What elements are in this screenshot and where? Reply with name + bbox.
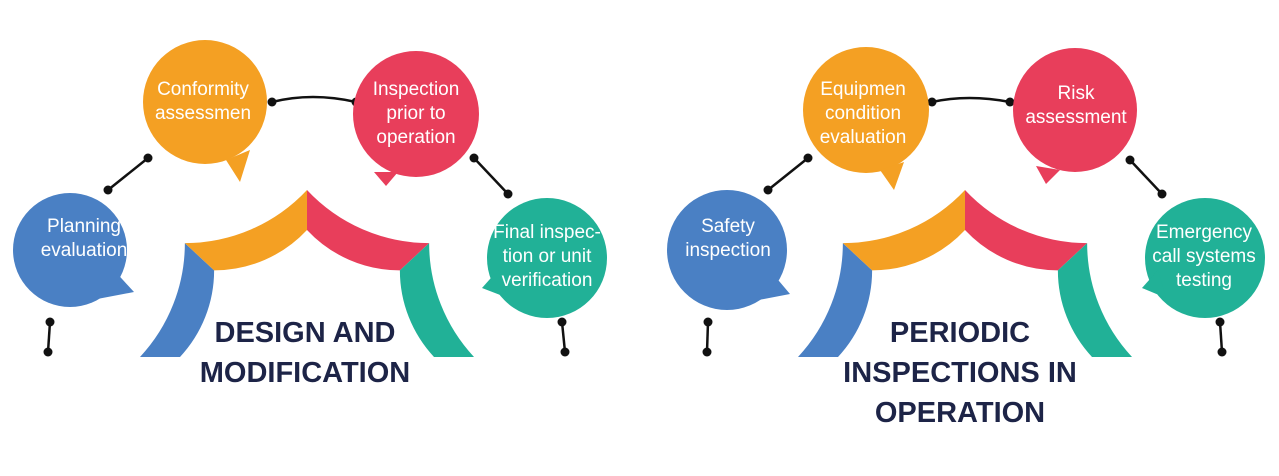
step-bubble-teal bbox=[487, 198, 607, 318]
step-bubble-blue bbox=[667, 190, 787, 310]
step-bubble-tail bbox=[92, 268, 134, 300]
connector-dot bbox=[1215, 317, 1225, 327]
arc-segment-teal bbox=[399, 243, 474, 357]
connector-dot bbox=[803, 153, 813, 163]
step-bubble-red bbox=[353, 51, 479, 177]
connector-dot bbox=[143, 153, 153, 163]
periodic-diagram-graphics bbox=[667, 47, 1265, 357]
step-bubble-tail bbox=[374, 172, 398, 186]
step-bubble-tail bbox=[880, 162, 904, 190]
connector-line bbox=[473, 157, 509, 195]
connector-line bbox=[1218, 321, 1224, 353]
connector-dot bbox=[45, 317, 55, 327]
arc-segment-teal bbox=[1057, 243, 1132, 357]
step-bubble-orange bbox=[803, 47, 929, 173]
connector-dot bbox=[1125, 155, 1135, 165]
connector-dot bbox=[703, 317, 713, 327]
step-equipment-condition-evaluation: Equipmen condition evaluation bbox=[819, 79, 907, 148]
step-bubble-blue bbox=[13, 193, 127, 307]
arc-segment-blue bbox=[140, 243, 215, 357]
connector-dot bbox=[1217, 347, 1227, 357]
connector-line bbox=[560, 321, 567, 353]
arc-segment-red bbox=[965, 190, 1088, 271]
step-bubble-teal bbox=[1145, 198, 1265, 318]
connector-dot bbox=[1157, 189, 1167, 199]
design-diagram-graphics bbox=[13, 40, 607, 357]
step-bubble-tail bbox=[1036, 166, 1060, 184]
step-risk-assessment: Risk assessment bbox=[1025, 83, 1127, 128]
connector-dot bbox=[560, 347, 570, 357]
connector-line bbox=[931, 96, 1011, 104]
connector-dot bbox=[763, 185, 773, 195]
arc-segment-red bbox=[307, 190, 430, 271]
connector-line bbox=[767, 157, 809, 191]
step-bubble-tail bbox=[482, 270, 508, 298]
step-safety-inspection: Safety inspection bbox=[685, 216, 771, 261]
connector-line bbox=[271, 95, 357, 104]
step-emergency-call-systems-testing: Emergency call systems testing bbox=[1152, 222, 1256, 291]
step-bubble-tail bbox=[748, 268, 790, 302]
connector-dot bbox=[267, 97, 277, 107]
connector-dot bbox=[1005, 97, 1015, 107]
connector-dot bbox=[557, 317, 567, 327]
arc-segment-orange bbox=[184, 190, 307, 271]
connector-dot bbox=[702, 347, 712, 357]
connector-line bbox=[46, 321, 52, 353]
step-inspection-prior-to-operation: Inspection prior to operation bbox=[372, 79, 460, 148]
connector-dot bbox=[103, 185, 113, 195]
step-bubble-red bbox=[1013, 48, 1137, 172]
connector-dot bbox=[469, 153, 479, 163]
connector-line bbox=[107, 157, 149, 191]
periodic-inspections-title: PERIODIC INSPECTIONS IN OPERATION bbox=[843, 317, 1077, 429]
connector-dot bbox=[927, 97, 937, 107]
design-and-modification-title: DESIGN AND MODIFICATION bbox=[199, 317, 411, 389]
step-bubble-tail bbox=[1142, 270, 1166, 298]
step-bubble-orange bbox=[143, 40, 267, 164]
connector-line bbox=[705, 321, 710, 353]
connector-dot bbox=[503, 189, 513, 199]
connector-line bbox=[1129, 159, 1163, 195]
arc-segment-blue bbox=[798, 243, 873, 357]
arc-segment-orange bbox=[842, 190, 965, 271]
step-final-inspection: Final inspec- tion or unit verification bbox=[493, 222, 601, 291]
step-conformity-assessment: Conformity assessmen bbox=[154, 79, 252, 124]
step-bubble-tail bbox=[226, 150, 250, 182]
step-planning-evaluation: Planning evaluation bbox=[40, 216, 128, 261]
connector-dot bbox=[43, 347, 53, 357]
